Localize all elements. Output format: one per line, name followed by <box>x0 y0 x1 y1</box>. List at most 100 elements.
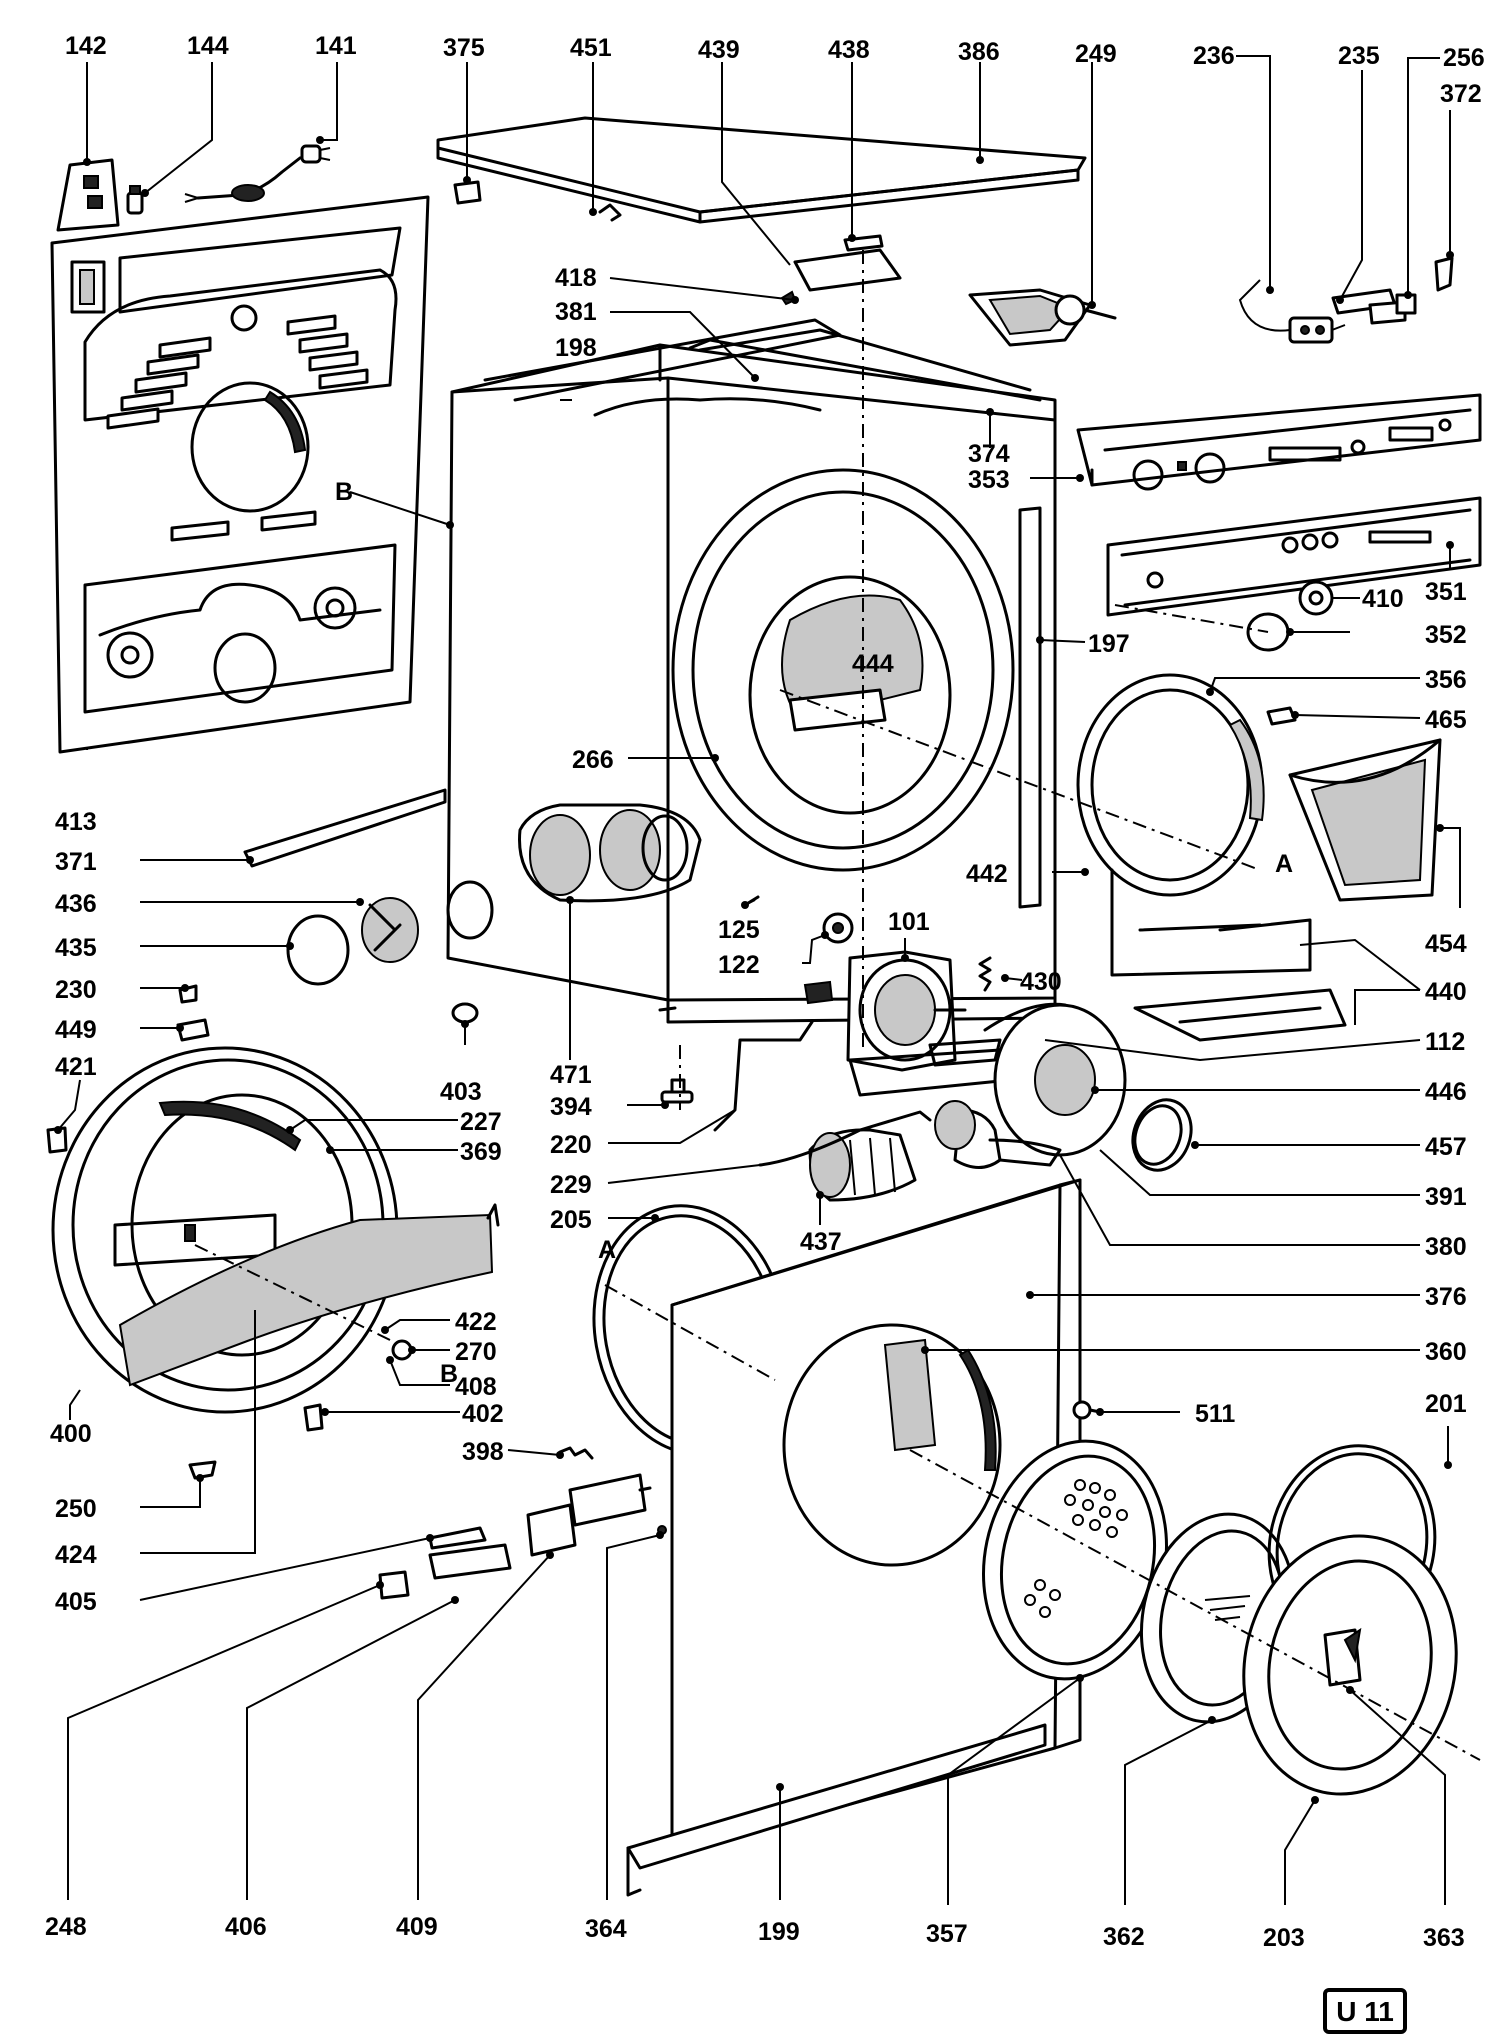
label-438: 438 <box>828 36 870 64</box>
label-465: 465 <box>1425 706 1467 734</box>
part-141-power-cord <box>184 144 331 203</box>
part-203-door-frame <box>1242 1534 1458 1796</box>
label-220: 220 <box>550 1131 592 1159</box>
label-353: 353 <box>968 466 1010 494</box>
label-248: 248 <box>45 1913 87 1941</box>
part-398-spring <box>558 1446 594 1460</box>
label-b-lower: B <box>440 1360 458 1388</box>
perforation-dots <box>1024 1479 1128 1618</box>
part-400-front-frame <box>51 1046 500 1414</box>
part-454-filter <box>1288 738 1442 902</box>
part-451-clip <box>598 203 622 222</box>
part-122-pulley <box>822 912 854 944</box>
label-451: 451 <box>570 34 612 62</box>
label-372: 372 <box>1440 80 1482 108</box>
label-230: 230 <box>55 976 97 1004</box>
label-144: 144 <box>187 32 229 60</box>
label-142: 142 <box>65 32 107 60</box>
assembly-axes <box>194 250 1481 1761</box>
part-439-438-brackets <box>780 234 902 306</box>
label-406: 406 <box>225 1913 267 1941</box>
label-398: 398 <box>462 1438 504 1466</box>
label-442: 442 <box>966 860 1008 888</box>
label-199: 199 <box>758 1918 800 1946</box>
label-362: 362 <box>1103 1923 1145 1951</box>
label-375: 375 <box>443 34 485 62</box>
label-197: 197 <box>1088 630 1130 658</box>
label-444: 444 <box>852 650 894 678</box>
part-356-frame-ring <box>1076 673 1312 977</box>
part-436-435-caps <box>286 880 494 986</box>
label-363: 363 <box>1423 1924 1465 1952</box>
part-256-372-clips <box>1395 256 1454 315</box>
label-440: 440 <box>1425 978 1467 1006</box>
part-drawings <box>46 116 1482 1897</box>
label-198: 198 <box>555 334 597 362</box>
label-380: 380 <box>1425 1233 1467 1261</box>
label-203: 203 <box>1263 1924 1305 1952</box>
label-422: 422 <box>455 1308 497 1336</box>
label-141: 141 <box>315 32 357 60</box>
part-376-front-panel <box>670 1178 1082 1855</box>
label-250: 250 <box>55 1495 97 1523</box>
label-394: 394 <box>550 1093 592 1121</box>
part-440-tray <box>1133 988 1347 1042</box>
part-449-clip <box>176 1018 210 1042</box>
label-421: 421 <box>55 1053 97 1081</box>
leader-lines <box>57 55 1461 1905</box>
part-101-motor <box>803 950 1012 1097</box>
label-235: 235 <box>1338 42 1380 70</box>
label-410: 410 <box>1362 585 1404 613</box>
label-360: 360 <box>1425 1338 1467 1366</box>
label-376: 376 <box>1425 1283 1467 1311</box>
label-439: 439 <box>698 36 740 64</box>
label-229: 229 <box>550 1171 592 1199</box>
label-266: 266 <box>572 746 614 774</box>
part-249-bracket <box>968 288 1117 347</box>
label-430: 430 <box>1020 968 1062 996</box>
label-125: 125 <box>718 916 760 944</box>
label-391: 391 <box>1425 1183 1467 1211</box>
label-227: 227 <box>460 1108 502 1136</box>
part-386-top-lid <box>436 116 1087 224</box>
part-403-grommet <box>451 1002 479 1024</box>
leader-dots <box>54 136 1454 1804</box>
part-266-drum-front <box>671 468 1015 872</box>
part-405-409-lock-parts <box>378 1473 667 1600</box>
label-122: 122 <box>718 951 760 979</box>
label-408: 408 <box>455 1373 497 1401</box>
label-a-right: A <box>1275 850 1293 878</box>
label-400: 400 <box>50 1420 92 1448</box>
label-201: 201 <box>1425 1390 1467 1418</box>
label-236: 236 <box>1193 42 1235 70</box>
label-413: 413 <box>55 808 97 836</box>
label-381: 381 <box>555 298 597 326</box>
part-353-control-panel <box>1076 393 1482 491</box>
label-112: 112 <box>1425 1028 1465 1056</box>
label-351: 351 <box>1425 578 1467 606</box>
label-270: 270 <box>455 1338 497 1366</box>
part-394-screw <box>660 1078 694 1104</box>
part-437-hose <box>808 1128 917 1202</box>
part-457-ring <box>1131 1098 1193 1172</box>
label-405: 405 <box>55 1588 97 1616</box>
label-374: 374 <box>968 440 1010 468</box>
label-402: 402 <box>462 1400 504 1428</box>
label-446: 446 <box>1425 1078 1467 1106</box>
part-199-kick-plate <box>626 1723 1047 1897</box>
part-465-tab <box>1266 706 1297 726</box>
part-375-clip <box>453 180 482 205</box>
label-369: 369 <box>460 1138 502 1166</box>
label-409: 409 <box>396 1913 438 1941</box>
label-101: 101 <box>888 908 930 936</box>
part-351-lower-panel <box>1106 496 1482 617</box>
part-number-labels: 142 144 141 375 451 439 438 386 249 236 … <box>45 32 1485 1952</box>
part-144-cap <box>126 185 144 215</box>
page-badge: U 11 <box>1323 1988 1407 2034</box>
label-352: 352 <box>1425 621 1467 649</box>
part-142-socket <box>56 158 120 232</box>
label-418: 418 <box>555 264 597 292</box>
part-371-rail <box>243 788 447 868</box>
part-413-rear-panel <box>50 195 430 754</box>
